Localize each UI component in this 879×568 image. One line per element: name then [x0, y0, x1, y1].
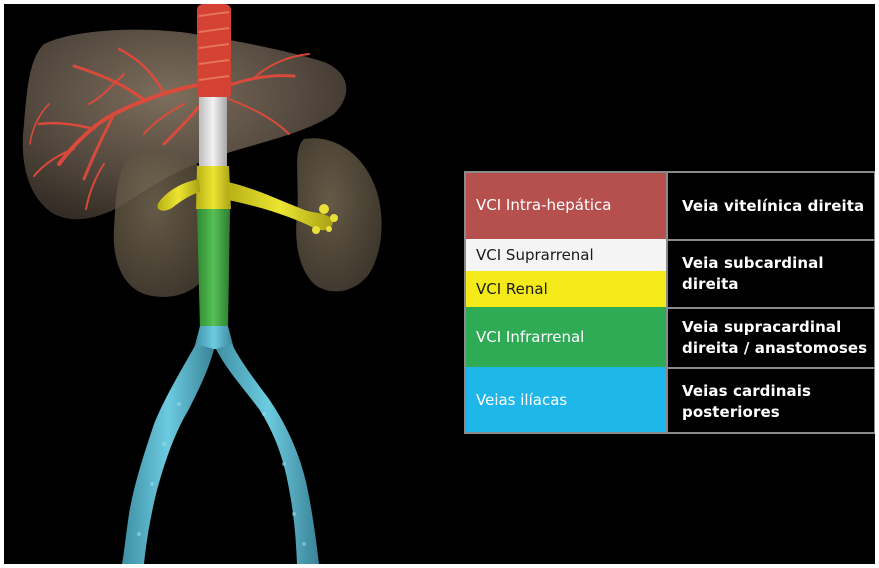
right-iliac-vein [122, 344, 214, 564]
ivc-intrahepatic-segment [197, 4, 231, 99]
legend-label-renal: VCI Renal [476, 279, 548, 300]
legend-label-infrarrenal: VCI Infrarrenal [476, 327, 584, 348]
legend-label-intra-hepatica: VCI Intra-hepática [476, 195, 611, 216]
ivc-suprarrenal-segment [199, 97, 227, 167]
diagram-panel: VCI Intra-hepática Veia vitelínica direi… [4, 4, 875, 564]
legend-swatch-suprarrenal: VCI Suprarrenal [464, 239, 666, 271]
legend-label-iliacas: Veias ilíacas [476, 390, 567, 411]
legend-swatch-iliacas: Veias ilíacas [464, 367, 666, 434]
legend-origin-subcardinal: Veia subcardinal direita [668, 241, 875, 309]
legend-origin-cardinais: Veias cardinais posteriores [668, 369, 875, 434]
left-iliac-vein [216, 344, 319, 564]
ivc-renal-segment [196, 166, 231, 209]
ivc-3d-rendering [4, 4, 464, 564]
legend-origin-supracardinal: Veia supracardinal direita / anastomoses [668, 309, 875, 369]
ivc-infrarrenal-segment [197, 209, 230, 329]
legend-label-suprarrenal: VCI Suprarrenal [476, 245, 594, 266]
legend-swatch-renal: VCI Renal [464, 271, 666, 307]
legend-swatch-intra-hepatica: VCI Intra-hepática [464, 171, 666, 239]
legend-divider [666, 171, 668, 434]
legend-swatch-infrarrenal: VCI Infrarrenal [464, 307, 666, 367]
ivc-origin-legend: VCI Intra-hepática Veia vitelínica direi… [464, 171, 875, 434]
legend-origin-vitelinica: Veia vitelínica direita [668, 171, 875, 241]
